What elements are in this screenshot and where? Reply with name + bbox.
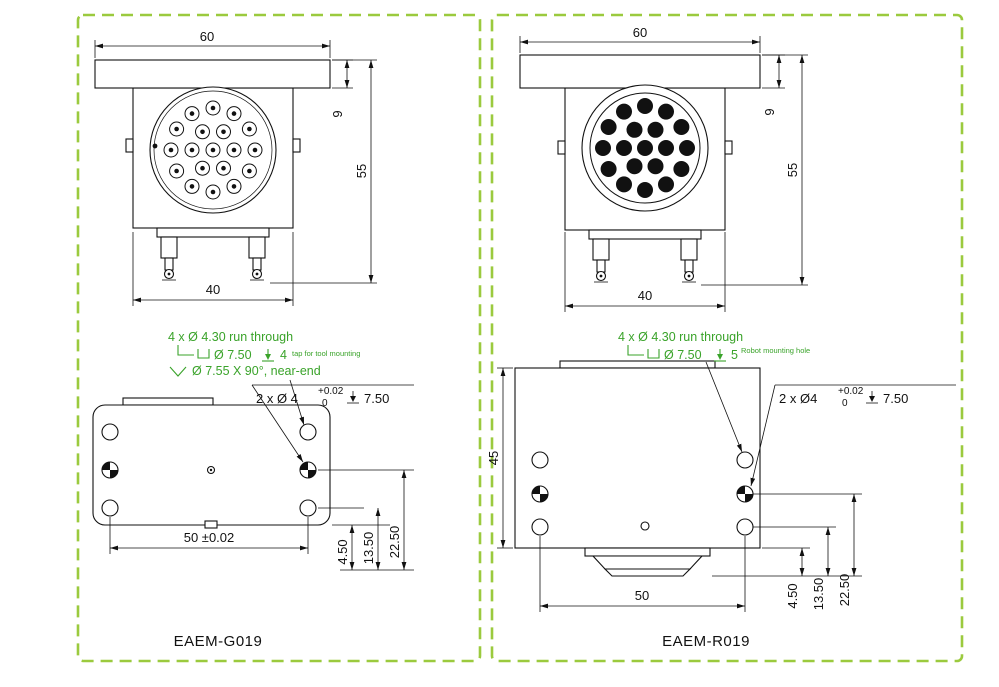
right-dim-a: 4.50 <box>785 583 800 608</box>
right-flange <box>519 54 761 89</box>
left-cbore-note: tap for tool mounting <box>292 349 360 358</box>
left-dim-a: 4.50 <box>335 539 350 564</box>
depth-icon <box>347 391 359 404</box>
right-dowel-hole-r <box>736 485 754 503</box>
depth-icon <box>262 349 274 362</box>
left-hole-tl <box>101 423 119 441</box>
right-cbore-dia: Ø 7.50 <box>664 348 702 362</box>
left-dim-plan-width: 50 ±0.02 <box>184 530 235 545</box>
left-alignment-dot <box>152 143 158 149</box>
depth-icon <box>714 349 726 362</box>
right-plan-callouts: 4 x Ø 4.30 run through Ø 7.50 5 Robot mo… <box>618 330 956 487</box>
right-panel-border <box>490 13 964 663</box>
right-connector-pins <box>595 98 695 198</box>
right-plan-connector-boss <box>584 547 711 577</box>
right-hole-tl <box>531 451 549 469</box>
right-center-hole <box>640 521 650 531</box>
left-part-label: EAEM-G019 <box>174 633 263 650</box>
right-plan-view <box>514 360 761 577</box>
left-front-dimensions: 60 9 55 40 <box>94 29 377 306</box>
left-dim-c: 22.50 <box>387 526 402 559</box>
left-dowel-hole-l <box>101 461 119 479</box>
left-green-leader <box>289 379 305 426</box>
left-dowel-tol-lower: 0 <box>322 398 328 409</box>
left-panel: 60 9 55 40 <box>76 13 482 663</box>
right-front-dimensions: 60 9 55 40 <box>519 25 808 312</box>
right-green-leader <box>705 361 743 453</box>
left-plan-view <box>92 397 331 529</box>
countersink-icon <box>169 366 187 377</box>
right-callout-step <box>627 345 644 356</box>
right-dim-plan-height: 45 <box>486 451 501 465</box>
counterbore-icon <box>647 349 660 359</box>
left-dim-flange: 9 <box>330 110 345 117</box>
left-thru-callout: 4 x Ø 4.30 run through <box>168 330 293 344</box>
left-side-tab-l <box>125 138 134 153</box>
right-bottom-fittings <box>588 229 702 283</box>
counterbore-icon <box>197 349 210 359</box>
right-dim-width: 60 <box>633 25 647 40</box>
right-dowel-leader <box>750 384 776 487</box>
right-cbore-depth: 5 <box>731 348 738 362</box>
left-dim-b: 13.50 <box>361 532 376 565</box>
right-hole-bl <box>531 518 549 536</box>
right-plan-plate <box>514 367 761 549</box>
left-plan-plate <box>92 404 331 526</box>
left-dowel-callout: 2 x Ø 4 <box>256 391 298 406</box>
left-plan-tab <box>122 397 214 406</box>
right-dim-flange: 9 <box>762 108 777 115</box>
left-dim-base: 40 <box>206 282 220 297</box>
right-thru-callout: 4 x Ø 4.30 run through <box>618 330 743 344</box>
right-dim-b: 13.50 <box>811 578 826 611</box>
right-panel: 60 9 55 40 <box>486 13 964 663</box>
left-flange <box>94 59 331 89</box>
left-panel-border <box>76 13 482 663</box>
left-dowel-depth: 7.50 <box>364 391 389 406</box>
right-dowel-tol-lower: 0 <box>842 398 848 409</box>
left-hole-br <box>299 499 317 517</box>
right-side-tab-r <box>724 140 733 155</box>
left-plan-callouts: 4 x Ø 4.30 run through Ø 7.50 4 tap for … <box>168 330 414 463</box>
right-dim-c: 22.50 <box>837 574 852 607</box>
right-plan-dimensions: 45 50 4.50 13.50 22.50 <box>486 367 862 612</box>
right-cbore-note: Robot mounting hole <box>741 346 810 355</box>
left-dowel-tol-upper: +0.02 <box>318 386 344 397</box>
left-plan-dimensions: 50 ±0.02 4.50 13.50 22.50 <box>109 469 414 571</box>
right-side-tab-l <box>557 140 566 155</box>
left-cbore-depth: 4 <box>280 348 287 362</box>
left-hole-tr <box>299 423 317 441</box>
right-dowel-hole-l <box>531 485 549 503</box>
right-dowel-tol-upper: +0.02 <box>838 386 864 397</box>
left-hole-bl <box>101 499 119 517</box>
right-dim-plan-width: 50 <box>635 588 649 603</box>
left-dim-height: 55 <box>354 164 369 178</box>
right-connector-ring-inner <box>589 92 701 204</box>
right-dowel-depth: 7.50 <box>883 391 908 406</box>
left-front-view <box>94 59 331 281</box>
right-hole-br <box>736 518 754 536</box>
left-csink-callout: Ø 7.55 X 90°, near-end <box>192 364 321 378</box>
left-connector-ring-inner <box>153 90 273 210</box>
left-dowel-hole-r <box>299 461 317 479</box>
left-side-tab-r <box>292 138 301 153</box>
left-center-hole-dot <box>209 468 213 472</box>
left-dowel-leader <box>251 384 304 463</box>
right-dowel-callout: 2 x Ø4 <box>779 391 817 406</box>
left-connector-pin-contacts <box>168 105 258 195</box>
depth-icon <box>866 391 878 404</box>
left-cbore-dia: Ø 7.50 <box>214 348 252 362</box>
left-dim-width: 60 <box>200 29 214 44</box>
left-plan-bottom-tick <box>204 520 218 529</box>
right-plan-tab <box>559 360 716 369</box>
right-dim-base: 40 <box>638 288 652 303</box>
left-bottom-fittings <box>156 227 270 281</box>
left-callout-step <box>177 345 194 356</box>
right-front-view <box>519 54 761 283</box>
right-hole-tr <box>736 451 754 469</box>
right-part-label: EAEM-R019 <box>662 633 750 650</box>
right-dim-height: 55 <box>785 163 800 177</box>
